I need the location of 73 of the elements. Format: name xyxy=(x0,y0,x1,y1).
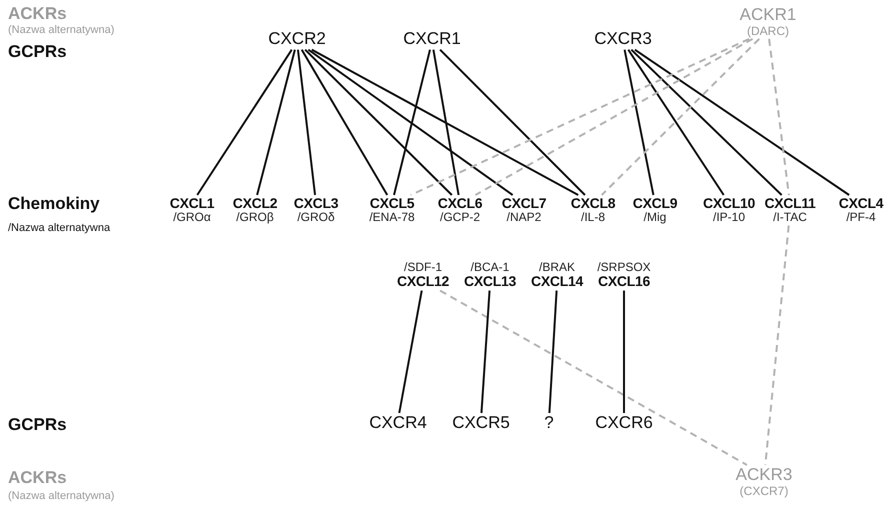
dashed-connector-line xyxy=(474,38,754,196)
dashed-connector-line xyxy=(768,38,790,196)
connector-line xyxy=(432,50,460,196)
alternative-name: /GROβ xyxy=(236,211,274,225)
chemokine-name: CXCL1 xyxy=(170,196,214,212)
alternative-name: /BRAK xyxy=(539,261,575,274)
chemokine-name: CXCL11 xyxy=(764,196,816,212)
receptor-name: CXCR3 xyxy=(594,30,652,49)
chemokine-name: CXCL5 xyxy=(370,196,414,212)
row-heading: GCPRs xyxy=(8,42,67,62)
row-subheading: (Nazwa alternatywna) xyxy=(8,24,114,36)
connector-line xyxy=(630,48,782,196)
connector-line xyxy=(256,49,296,196)
chemokine-name: CXCL2 xyxy=(232,196,278,212)
chemokine-name: CXCL16 xyxy=(598,274,650,290)
alternative-name: /GCP-2 xyxy=(440,211,480,225)
receptor-name: CXCR5 xyxy=(452,414,510,433)
connector-line xyxy=(548,290,558,414)
chemokine-name: CXCL4 xyxy=(838,196,884,212)
row-subheading: /Nazwa alternatywna xyxy=(8,222,110,234)
receptor-name: ACKR1 xyxy=(740,6,796,25)
alternative-name: /GROδ xyxy=(297,211,335,225)
connector-line xyxy=(196,49,293,196)
dashed-connector-line xyxy=(440,290,748,466)
receptor-name: ? xyxy=(544,414,554,433)
alternative-name: (CXCR7) xyxy=(740,484,788,498)
connector-line xyxy=(439,48,586,196)
receptor-name: ACKR3 xyxy=(736,466,792,485)
alternative-name: /BCA-1 xyxy=(470,261,510,274)
chemokine-name: CXCL12 xyxy=(397,274,449,290)
chemokine-name: CXCL10 xyxy=(703,196,755,212)
connector-line xyxy=(634,48,850,196)
alternative-name: /SRPSOX xyxy=(597,261,651,274)
alternative-name: /IL-8 xyxy=(580,211,605,225)
connector-line xyxy=(624,50,654,196)
chemokine-name: CXCL13 xyxy=(464,274,516,290)
alternative-name: (DARC) xyxy=(747,24,789,38)
row-subheading: (Nazwa alternatywna) xyxy=(8,490,114,502)
dashed-connector-line xyxy=(601,38,760,196)
chemokine-name: CXCL7 xyxy=(502,196,546,212)
connector-line xyxy=(304,48,453,196)
connector-line xyxy=(393,49,431,196)
receptor-name: CXCR6 xyxy=(595,414,653,433)
connector-line xyxy=(311,48,579,196)
chemokine-name: CXCL6 xyxy=(438,196,482,212)
receptor-name: CXCR2 xyxy=(268,30,326,49)
alternative-name: /IP-10 xyxy=(713,211,745,225)
row-heading: Chemokiny xyxy=(8,194,100,214)
connector-line xyxy=(627,49,725,196)
chemokine-name: CXCL8 xyxy=(570,196,616,212)
receptor-name: CXCR4 xyxy=(369,414,427,433)
chemokine-name: CXCL3 xyxy=(294,196,338,212)
connector-line xyxy=(300,49,388,196)
row-heading: ACKRs xyxy=(8,4,67,24)
alternative-name: /Mig xyxy=(644,211,666,225)
connector-line xyxy=(308,48,514,196)
alternative-name: /GROα xyxy=(173,211,211,225)
alternative-name: /PF-4 xyxy=(846,211,876,225)
chemokine-name: CXCL14 xyxy=(531,274,583,290)
receptor-name: CXCR1 xyxy=(403,30,461,49)
connector-line xyxy=(623,290,625,413)
alternative-name: /NAP2 xyxy=(506,211,542,225)
dashed-connector-line xyxy=(764,225,790,466)
row-heading: GCPRs xyxy=(8,415,67,435)
connector-line xyxy=(296,50,316,196)
row-heading: ACKRs xyxy=(8,468,67,488)
dashed-connector-line xyxy=(410,38,750,196)
connector-line xyxy=(480,290,491,414)
alternative-name: /SDF-1 xyxy=(404,261,442,274)
alternative-name: /ENA-78 xyxy=(369,211,415,225)
alternative-name: /I-TAC xyxy=(773,211,807,225)
chemokine-name: CXCL9 xyxy=(632,196,678,212)
connector-line xyxy=(398,290,423,414)
